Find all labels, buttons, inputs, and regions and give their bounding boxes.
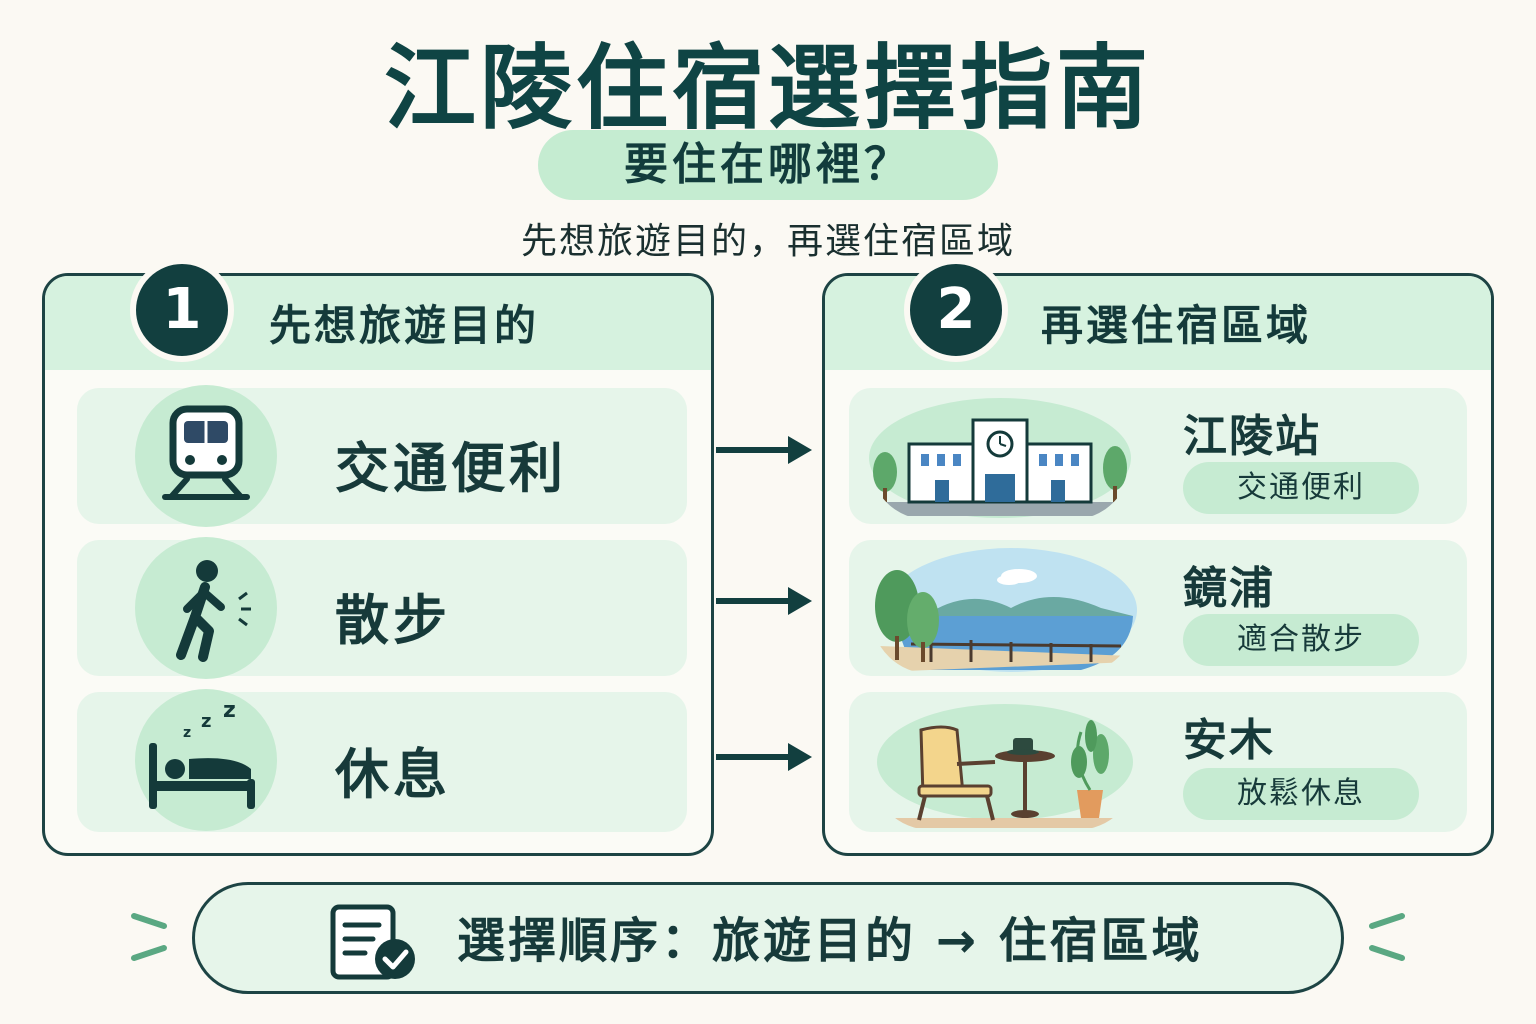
selection-order-text: 選擇順序：旅遊目的 → 住宿區域	[457, 913, 1203, 969]
purpose-label-transport: 交通便利	[335, 437, 567, 500]
arrow-right-icon	[716, 739, 816, 775]
walking-person-icon	[176, 560, 251, 662]
area-tag-cafe: 放鬆休息	[1183, 768, 1419, 820]
purpose-row-transport: 交通便利	[77, 385, 687, 527]
walk-icon-circle	[135, 537, 277, 679]
area-row-cafe: 安木 放鬆休息	[849, 692, 1467, 832]
selection-order-bar: 選擇順序：旅遊目的 → 住宿區域	[192, 882, 1344, 994]
area-name-cafe: 安木	[1183, 715, 1275, 766]
area-name-lake: 鏡浦	[1183, 563, 1275, 614]
purpose-label-rest: 休息	[335, 743, 451, 806]
decorative-spark-right-icon	[1366, 912, 1406, 966]
purpose-label-walk: 散步	[335, 589, 451, 652]
area-tag-station: 交通便利	[1183, 462, 1419, 514]
step2-title: 再選住宿區域	[1041, 301, 1312, 350]
step1-title: 先想旅遊目的	[269, 301, 540, 350]
step1-panel: 先想旅遊目的 交通便利	[42, 273, 714, 856]
decorative-spark-left-icon	[130, 912, 170, 966]
step1-number-badge: 1	[130, 258, 234, 362]
area-row-station: 江陵站 交通便利	[849, 388, 1467, 524]
station-building-illustration	[869, 394, 1131, 520]
arrow-right-icon	[716, 583, 816, 619]
area-name-station: 江陵站	[1183, 411, 1321, 462]
svg-text:z: z	[201, 711, 211, 732]
step2-panel: 再選住宿區域	[822, 273, 1494, 856]
svg-text:z: z	[223, 698, 236, 723]
area-tag-lake: 適合散步	[1183, 614, 1419, 666]
question-badge: 要住在哪裡？	[538, 130, 998, 200]
area-row-lake: 鏡浦 適合散步	[849, 540, 1467, 676]
train-icon	[162, 405, 250, 500]
cafe-chair-illustration	[871, 700, 1137, 830]
page-subtitle: 先想旅遊目的，再選住宿區域	[520, 221, 1015, 262]
purpose-row-rest: z z z 休息	[77, 689, 687, 832]
train-icon-circle	[135, 385, 277, 527]
svg-text:z: z	[183, 725, 191, 741]
page-title: 江陵住宿選擇指南	[383, 35, 1152, 142]
bed-sleep-icon: z z z	[149, 698, 255, 809]
bed-icon-circle: z z z	[135, 689, 277, 831]
checklist-icon	[329, 903, 421, 987]
purpose-row-walk: 散步	[77, 537, 687, 679]
step2-number-badge: 2	[904, 258, 1008, 362]
arrow-right-icon	[716, 432, 816, 468]
lake-boardwalk-illustration	[871, 546, 1137, 674]
